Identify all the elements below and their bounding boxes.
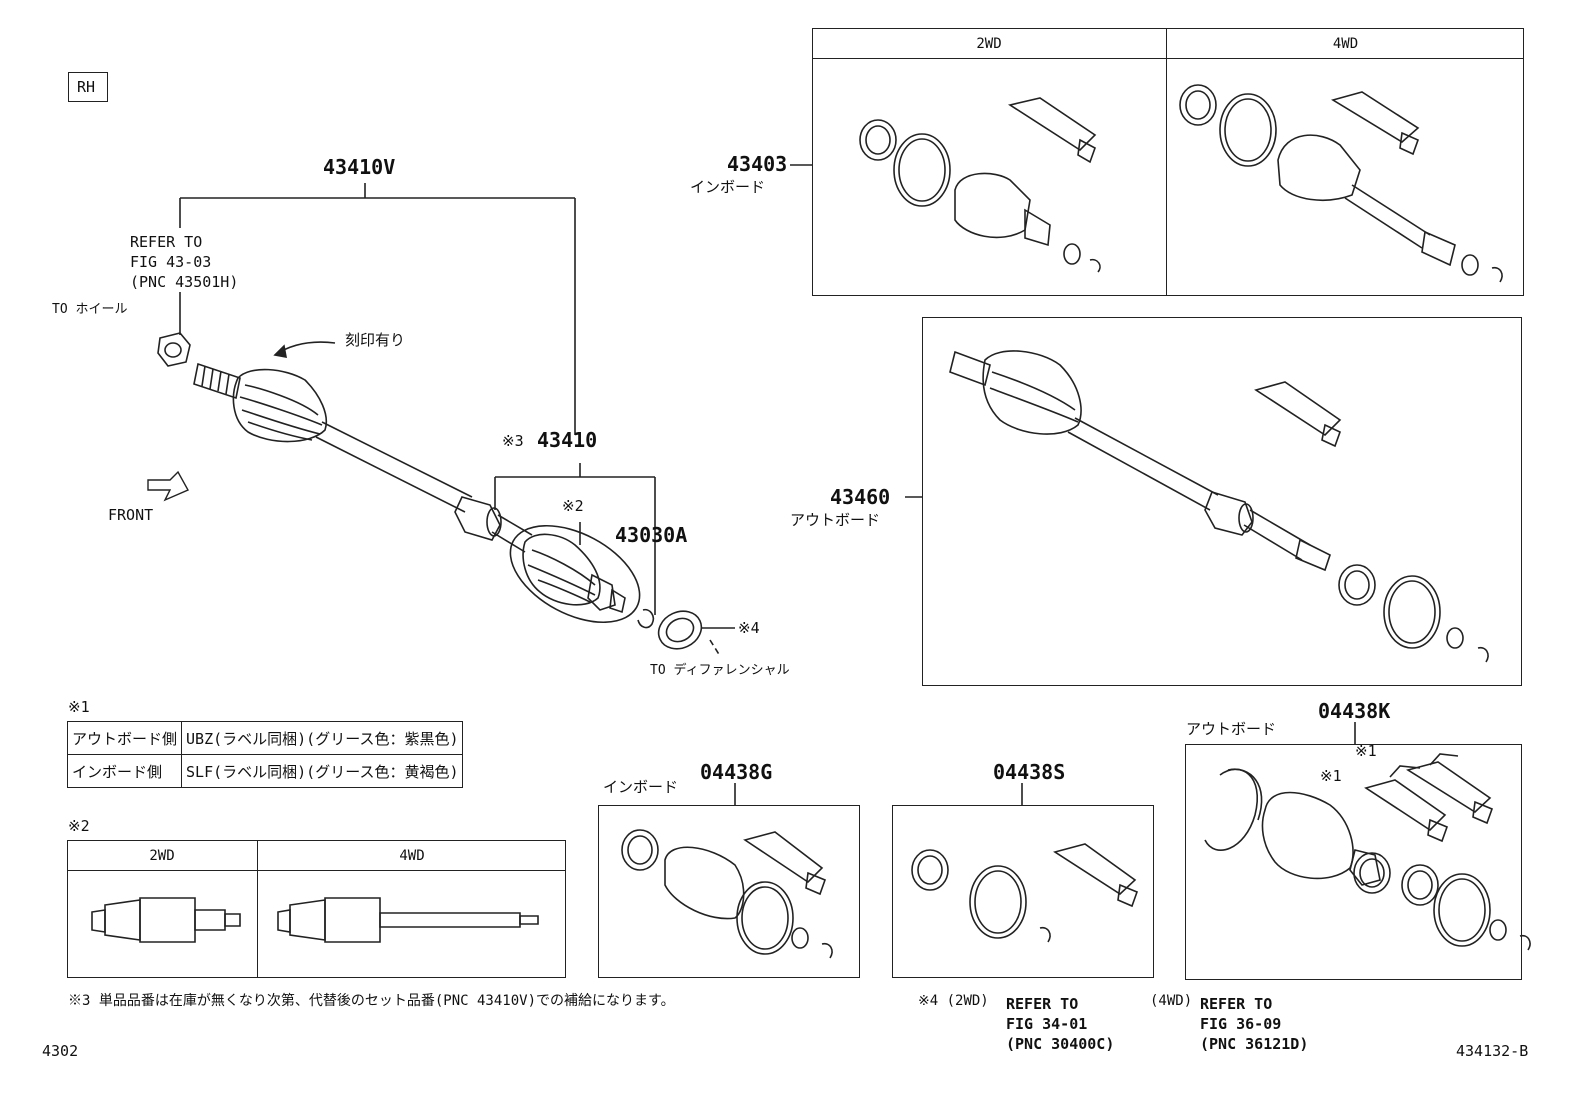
note1-side-inboard: インボード側	[66, 754, 183, 788]
inner-shaft-part-number[interactable]: 43410	[537, 428, 598, 452]
note2-col-divider	[257, 840, 258, 978]
front-label: FRONT	[108, 506, 154, 524]
side-indicator: RH	[77, 78, 96, 96]
kit-g-sub: インボード	[603, 778, 679, 796]
note2-joint-drawings	[91, 897, 539, 943]
inboard-kit-header-divider	[812, 28, 1524, 59]
kit-s-frame	[892, 805, 1154, 978]
note4-4wd-label: (4WD)	[1150, 993, 1193, 1009]
inboard-kit-col-4wd: 4WD	[1332, 36, 1359, 52]
kit-g-drawings	[621, 783, 833, 959]
note1-mark: ※1	[68, 698, 90, 716]
note2-header-divider	[67, 840, 566, 871]
note4-2wd-refer: REFER TO FIG 34-01 (PNC 30400C)	[1006, 995, 1115, 1053]
kit-g-frame	[598, 805, 860, 978]
kit-s-part-number[interactable]: 04438S	[993, 760, 1066, 784]
inboard-kit-part-number[interactable]: 43403	[727, 152, 788, 176]
figure-code: 434132-B	[1456, 1042, 1529, 1060]
note2-mark: ※2	[68, 817, 90, 835]
mark4-label: ※4	[738, 619, 760, 637]
note4-4wd-refer: REFER TO FIG 36-09 (PNC 36121D)	[1200, 995, 1309, 1053]
note2-col-2wd: 2WD	[149, 848, 175, 864]
outboard-kit-sub: アウトボード	[790, 511, 881, 529]
side-indicator-box	[68, 72, 108, 102]
table-row: アウトボード側 UBZ(ラベル同梱)(グリース色：紫黒色)	[66, 721, 464, 755]
assembly-part-number[interactable]: 43410V	[323, 155, 396, 179]
assembly-bracket	[179, 183, 576, 435]
outboard-kit-drawings	[905, 350, 1489, 663]
inboard-kit-drawings	[790, 84, 1503, 283]
kit-k-mark-a: ※1	[1355, 742, 1377, 760]
to-differential-label: TO ディファレンシャル	[650, 663, 790, 678]
note3-text: ※3 単品品番は在庫が無くなり次第、代替後のセット品番(PNC 43410V)で…	[68, 993, 675, 1009]
note1-desc-outboard: UBZ(ラベル同梱)(グリース色：紫黒色)	[181, 721, 464, 755]
inboard-kit-sub: インボード	[690, 178, 766, 196]
kit-k-drawings	[1204, 722, 1531, 951]
note1-desc-inboard: SLF(ラベル同梱)(グリース色：黄褐色)	[181, 754, 464, 788]
outboard-kit-frame	[922, 317, 1522, 686]
outboard-kit-part-number[interactable]: 43460	[830, 485, 891, 509]
kit-s-drawings	[911, 783, 1139, 943]
inboard-kit-frame	[812, 28, 1524, 296]
joint-part-number[interactable]: 43030A	[615, 523, 688, 547]
note4-prefix: ※4 (2WD)	[918, 993, 989, 1009]
kit-k-part-number[interactable]: 04438K	[1318, 699, 1391, 723]
stamp-note: 刻印有り	[345, 331, 406, 349]
mark2-label: ※2	[562, 497, 584, 515]
kit-k-sub: アウトボード	[1186, 720, 1277, 738]
to-wheel-label: TO ホイール	[52, 302, 128, 317]
page-code: 4302	[42, 1042, 79, 1060]
drive-shaft-drawing	[147, 332, 735, 657]
kit-k-mark-b: ※1	[1320, 767, 1342, 785]
inner-pn-mark: ※3	[502, 432, 524, 450]
inner-shaft-bracket	[494, 463, 656, 615]
inboard-kit-col-divider	[1166, 28, 1167, 296]
kit-g-part-number[interactable]: 04438G	[700, 760, 773, 784]
table-row: インボード側 SLF(ラベル同梱)(グリース色：黄褐色)	[66, 754, 464, 788]
note2-col-4wd: 4WD	[399, 848, 425, 864]
note1-table: アウトボード側 UBZ(ラベル同梱)(グリース色：紫黒色) インボード側 SLF…	[66, 721, 464, 788]
refer-to-block: REFER TO FIG 43-03 (PNC 43501H)	[130, 233, 239, 291]
note1-side-outboard: アウトボード側	[66, 721, 183, 755]
kit-k-frame	[1185, 744, 1522, 980]
inboard-kit-col-2wd: 2WD	[976, 36, 1002, 52]
